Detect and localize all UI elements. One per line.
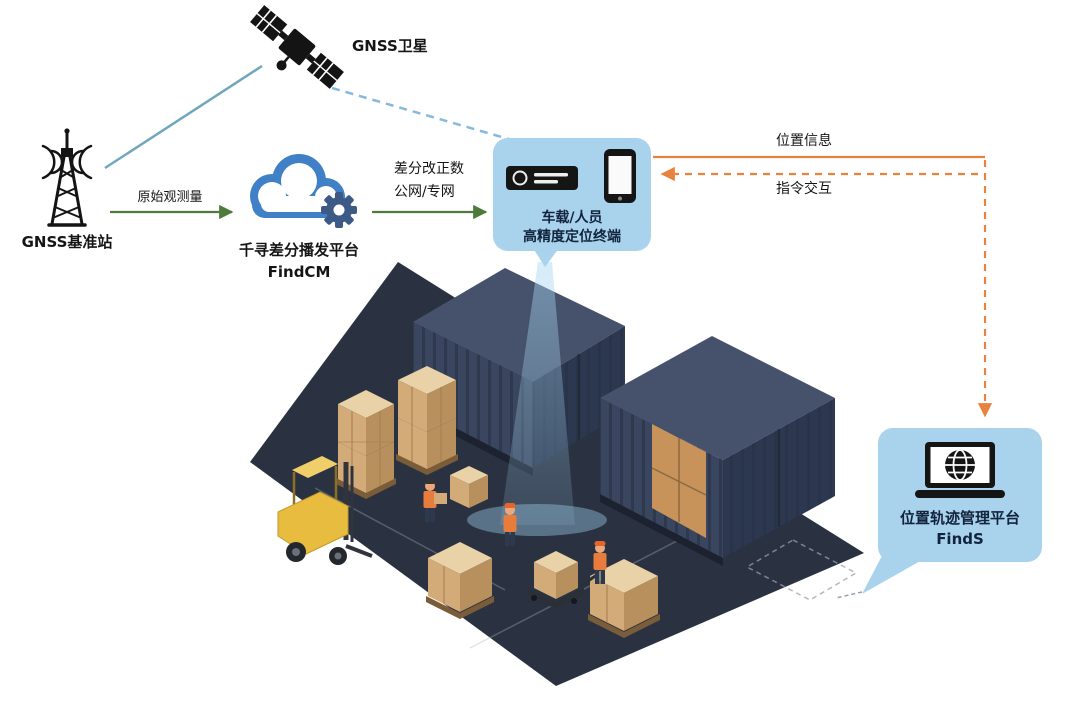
position-info-arrow	[653, 155, 993, 418]
cloud-platform-label: 千寻差分播发平台 FindCM	[228, 240, 370, 284]
platform-link-line	[835, 591, 863, 599]
laptop-globe-icon	[915, 442, 1005, 498]
satellite-to-base-link	[104, 64, 263, 170]
worker	[593, 541, 607, 584]
terminal-devices	[506, 149, 636, 203]
raw-observation-label: 原始观测量	[137, 190, 203, 205]
position-info-label: 位置信息	[776, 133, 832, 149]
correction-line2: 公网/专网	[394, 184, 455, 200]
finds-label-product: FindS	[936, 530, 984, 548]
smartphone-icon	[604, 149, 636, 203]
gear-icon	[321, 192, 357, 228]
terminal-card: 车载/人员 高精度定位终端	[493, 138, 651, 251]
satellite-icon	[250, 5, 344, 89]
satellite-label: GNSS卫星	[352, 37, 428, 55]
cloud-platform-name: 千寻差分播发平台	[238, 241, 359, 259]
positioning-beam	[467, 262, 607, 536]
radio-tower-icon	[41, 128, 93, 227]
base-station-label: GNSS基准站	[21, 233, 113, 251]
terminal-card-tail	[533, 248, 559, 267]
finds-label-name: 位置轨迹管理平台	[899, 509, 1020, 527]
cloud-platform-product: FindCM	[267, 262, 331, 281]
crate	[426, 466, 660, 638]
satellite-to-terminal-link	[331, 86, 513, 142]
worker	[503, 503, 517, 546]
finds-card: 位置轨迹管理平台 FindS	[878, 428, 1042, 562]
terminal-label-line1: 车载/人员	[541, 210, 603, 226]
command-interaction-label: 指令交互	[776, 181, 832, 197]
terminal-label-line2: 高精度定位终端	[523, 229, 621, 245]
warehouse-scene	[250, 262, 864, 686]
forklift	[277, 456, 373, 565]
correction-label: 差分改正数 公网/专网	[394, 158, 464, 204]
pallet-jack	[528, 551, 599, 609]
finds-card-tail	[862, 552, 922, 594]
correction-line1: 差分改正数	[394, 161, 464, 177]
media-player-icon	[506, 166, 578, 190]
cloud-gear-icon	[250, 154, 357, 228]
container-open	[600, 336, 835, 566]
marked-zone	[745, 539, 858, 601]
worker	[423, 479, 447, 522]
